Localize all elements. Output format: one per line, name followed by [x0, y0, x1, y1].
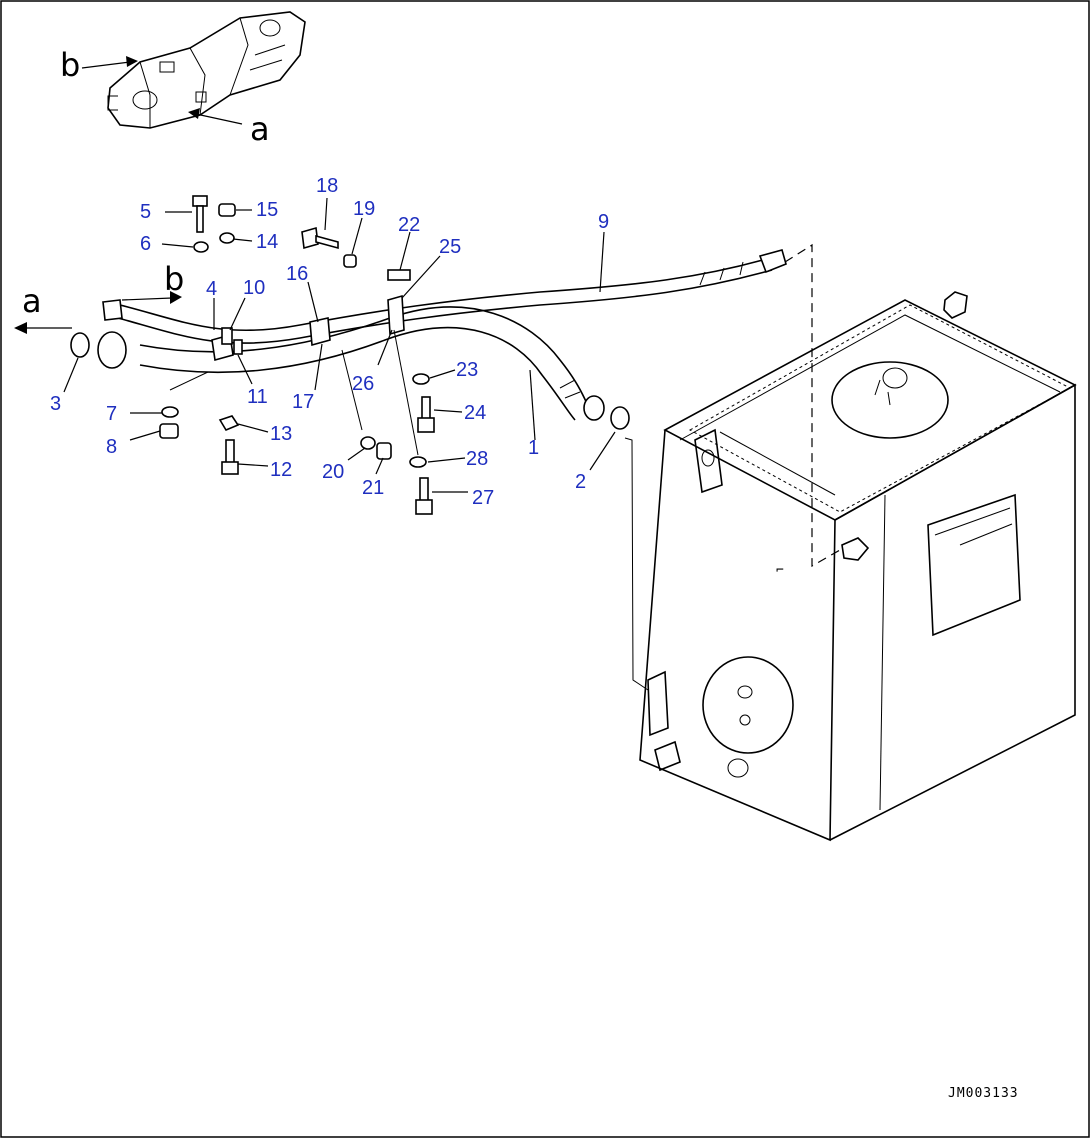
callout-3: 3: [50, 393, 61, 415]
view-letter-a-inset: a: [250, 110, 270, 148]
callout-16: 16: [286, 263, 308, 285]
arrow-a-head: [14, 322, 27, 334]
callout-21: 21: [362, 477, 384, 499]
tank-top-cover: [831, 361, 949, 439]
callout-18: 18: [316, 175, 338, 197]
callout-12: 12: [270, 459, 292, 481]
o-ring-2: [610, 406, 630, 430]
callout-22: 22: [398, 214, 420, 236]
leader-lines: [63, 197, 616, 493]
tube-route-upper: [784, 243, 841, 568]
tank-front-cover: [702, 656, 794, 754]
arrow-b-inset-head: [126, 56, 138, 67]
clamp-16: [309, 317, 331, 347]
view-letter-a: a: [22, 282, 42, 320]
arrow-b-head: [170, 291, 182, 304]
callout-1: 1: [528, 437, 539, 459]
callout-8: 8: [106, 436, 117, 458]
arrow-b-inset: [81, 61, 131, 69]
tube-route-lower: [624, 437, 649, 691]
callout-9: 9: [598, 211, 609, 233]
drawing-code: JM003133: [948, 1086, 1019, 1101]
callout-25: 25: [439, 236, 461, 258]
hose-1: [97, 306, 605, 421]
callout-20: 20: [322, 461, 344, 483]
callout-4: 4: [206, 278, 217, 300]
arrow-a-inset-head: [188, 108, 200, 119]
callout-15: 15: [256, 199, 278, 221]
callout-26: 26: [352, 373, 374, 395]
callout-19: 19: [353, 198, 375, 220]
callout-28: 28: [466, 448, 488, 470]
callout-14: 14: [256, 231, 278, 253]
callout-labels: 1 2 3 4 5 6 7 8 9 10 11 12 13 14 15 16 1…: [50, 175, 609, 509]
arrow-a-inset: [195, 113, 243, 125]
pump-assembly-inset: [107, 11, 306, 129]
hardware: [159, 195, 435, 515]
clamp-25: [387, 294, 405, 336]
callout-11: 11: [247, 386, 268, 408]
tank-side-mark: ⌐: [776, 563, 785, 578]
arrow-b: [121, 297, 173, 301]
o-ring-3: [70, 332, 90, 358]
view-letter-b-inset: b: [60, 46, 80, 84]
callout-27: 27: [472, 487, 494, 509]
callout-23: 23: [456, 359, 478, 381]
hose-9: [117, 249, 787, 344]
callout-17: 17: [292, 391, 314, 413]
hydraulic-tank: [639, 291, 1077, 842]
callout-2: 2: [575, 471, 586, 493]
callout-10: 10: [243, 277, 265, 299]
view-letter-b: b: [164, 260, 184, 298]
tank-side-cover: [927, 493, 1021, 637]
callout-13: 13: [270, 423, 292, 445]
callout-5: 5: [140, 201, 151, 223]
callout-6: 6: [140, 233, 151, 255]
callout-7: 7: [106, 403, 117, 425]
hose-9-left-fitting: [102, 299, 123, 321]
callout-24: 24: [464, 402, 486, 424]
